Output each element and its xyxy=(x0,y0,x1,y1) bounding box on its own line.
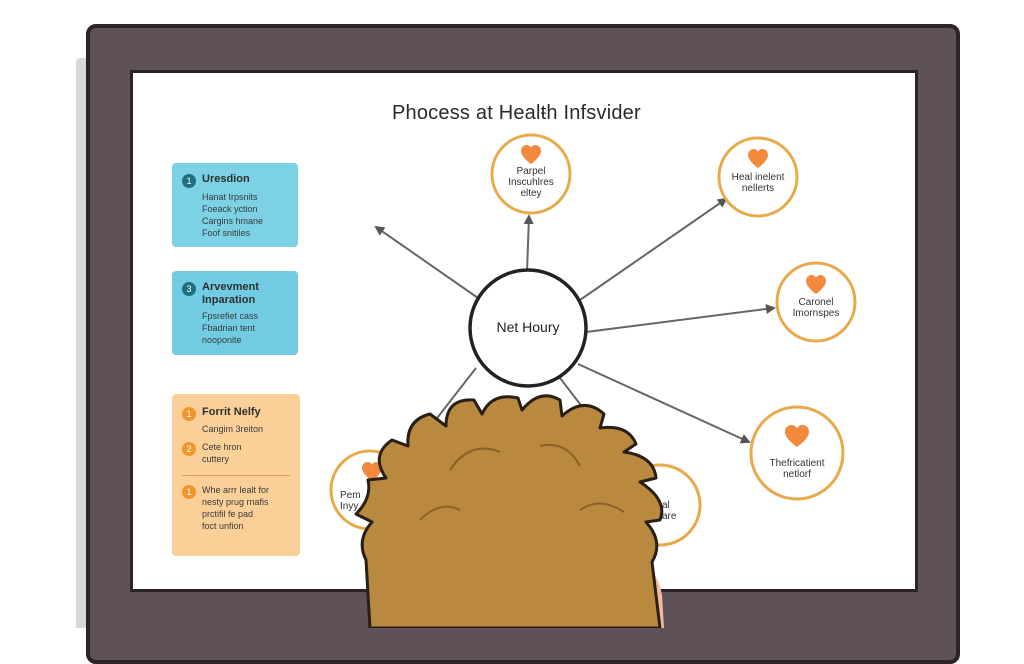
node-right-circle xyxy=(775,261,857,343)
number-badge: 1 xyxy=(182,407,196,421)
card-3-line: Cete hron xyxy=(202,442,242,452)
node-label-line: al xyxy=(662,500,670,511)
card-3-line: Whe arrr lealt for xyxy=(202,485,270,495)
card-3-line: cuttery xyxy=(202,454,230,464)
card-3-line: nesty prug rnafis xyxy=(202,497,269,507)
node-bottom-right-label: Thefricatient netlorf xyxy=(752,458,842,480)
card-1-line: Foof snitiles xyxy=(202,228,251,238)
info-card-1: 1 Uresdion Hanat Irpsnits Foeack yction … xyxy=(172,163,298,247)
node-top-right-label: Heal inelent nellerts xyxy=(718,172,798,194)
card-1-title: Uresdion xyxy=(202,173,250,185)
card-2-title-line: Inparation xyxy=(202,294,256,306)
heart-icon xyxy=(362,462,382,481)
node-label-line: Heal inelent xyxy=(731,172,785,183)
node-bottom-left-label: Pem Inyy xyxy=(340,490,370,512)
arrow-to-bottom-right xyxy=(577,363,751,444)
info-card-2: 3 Arvevment Inparation Fpsrefiet cass Fb… xyxy=(172,271,298,355)
node-label-line: Thefricatient xyxy=(769,458,825,469)
heart-icon xyxy=(521,145,541,164)
node-label-line: Pem xyxy=(340,490,361,501)
hub-circle xyxy=(468,268,588,388)
card-1-header: 1 Uresdion xyxy=(182,173,288,188)
card-3-line: Cangim 3reiton xyxy=(202,424,264,434)
node-right-label: Caronel Imornspes xyxy=(778,297,854,319)
node-top-right-circle xyxy=(717,136,799,218)
node-label-line: Inyy xyxy=(340,501,359,512)
node-label-line: nellerts xyxy=(741,183,775,194)
card-2-title-line: Arvevment xyxy=(202,281,259,293)
heart-icon xyxy=(806,275,826,294)
card-3-item-2: 2 Cete hron cuttery xyxy=(182,441,290,465)
number-badge: 1 xyxy=(182,485,196,499)
card-3-line: foct unfion xyxy=(202,521,244,531)
number-badge: 1 xyxy=(182,174,196,188)
heart-icon xyxy=(748,149,768,168)
node-label-line: Imornspes xyxy=(792,308,840,319)
node-top-circle xyxy=(490,133,572,215)
number-badge: 2 xyxy=(182,442,196,456)
hair xyxy=(354,394,664,628)
hub-label: Net Houry xyxy=(496,319,560,335)
node-top-label: Parpel Inscuhlres eltey xyxy=(496,166,566,199)
heart-icon xyxy=(785,425,809,447)
card-1-line: Cargins hmane xyxy=(202,216,264,226)
card-3-divider xyxy=(182,475,290,476)
node-label-line: eltey xyxy=(520,188,542,199)
node-bottom-mid-label: al are xyxy=(662,500,688,522)
arrow-to-top-right xyxy=(579,197,728,301)
card-3-line: prctifil fe pad xyxy=(202,509,254,519)
card-2-line: Fbadrian tent xyxy=(202,323,256,333)
node-label-line: Caronel xyxy=(798,297,834,308)
arrow-to-left xyxy=(374,225,479,299)
card-2-line: nooponite xyxy=(202,335,242,345)
diagram-title: Phocess at Healŧh Infsvider xyxy=(392,102,641,124)
node-label-line: Inscuhlres xyxy=(508,177,554,188)
card-1-line: Hanat Irpsnits xyxy=(202,192,258,202)
node-label-line: netlorf xyxy=(783,469,811,480)
card-3-item-title: Forrit Nelfy xyxy=(202,406,261,418)
card-3-item-3: 1 Whe arrr lealt for nesty prug rnafis p… xyxy=(182,484,290,532)
arrow-to-top xyxy=(523,214,534,273)
arrow-to-right xyxy=(585,304,776,333)
card-2-header: 3 Arvevment Inparation xyxy=(182,281,288,307)
node-label-line: are xyxy=(662,511,677,522)
card-1-line: Foeack yction xyxy=(202,204,258,214)
card-3-item-1: 1 Forrit Nelfy xyxy=(182,406,290,421)
node-bottom-right-circle xyxy=(749,405,845,501)
info-card-3: 1 Forrit Nelfy Cangim 3reiton 2 Cete hro… xyxy=(172,394,300,556)
number-badge: 3 xyxy=(182,282,196,296)
person-head xyxy=(354,394,664,628)
node-label-line: Parpel xyxy=(516,166,546,177)
card-2-title: Arvevment Inparation xyxy=(202,281,259,307)
process-diagram xyxy=(329,133,857,628)
card-2-line: Fpsrefiet cass xyxy=(202,311,259,321)
